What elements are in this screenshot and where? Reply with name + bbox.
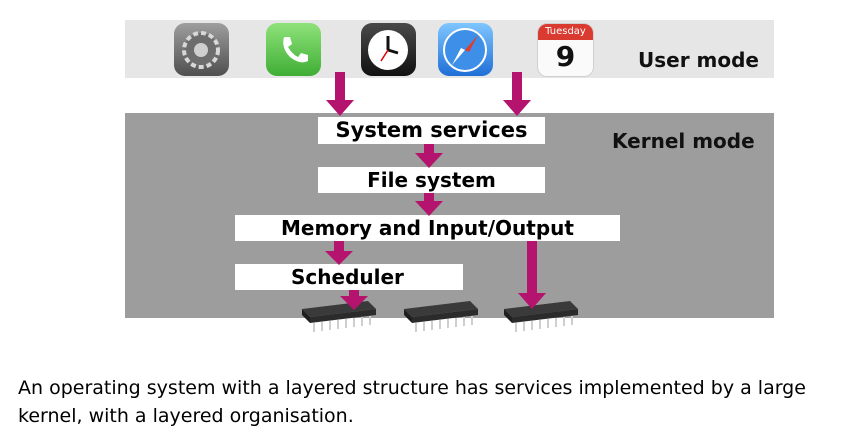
- calendar-day-name: Tuesday: [538, 24, 593, 40]
- system-services-layer: System services: [318, 117, 545, 144]
- arrow-safari-to-services: [503, 72, 531, 116]
- kernel-mode-label: Kernel mode: [612, 129, 755, 153]
- file-system-layer: File system: [318, 167, 545, 193]
- clock-icon: [361, 23, 416, 76]
- chip-icon: [298, 295, 378, 339]
- chip-icon: [500, 295, 580, 339]
- figure-caption: An operating system with a layered struc…: [18, 377, 806, 427]
- safari-icon: [438, 23, 493, 76]
- calendar-icon: Tuesday 9: [537, 23, 594, 77]
- arrow-clock-to-services: [326, 72, 354, 116]
- memory-io-layer: Memory and Input/Output: [235, 215, 620, 241]
- settings-icon: [174, 23, 229, 76]
- scheduler-layer: Scheduler: [235, 264, 463, 290]
- chip-icon: [400, 295, 480, 339]
- phone-icon: [266, 23, 321, 76]
- user-mode-label: User mode: [638, 48, 759, 72]
- calendar-day-number: 9: [555, 40, 576, 73]
